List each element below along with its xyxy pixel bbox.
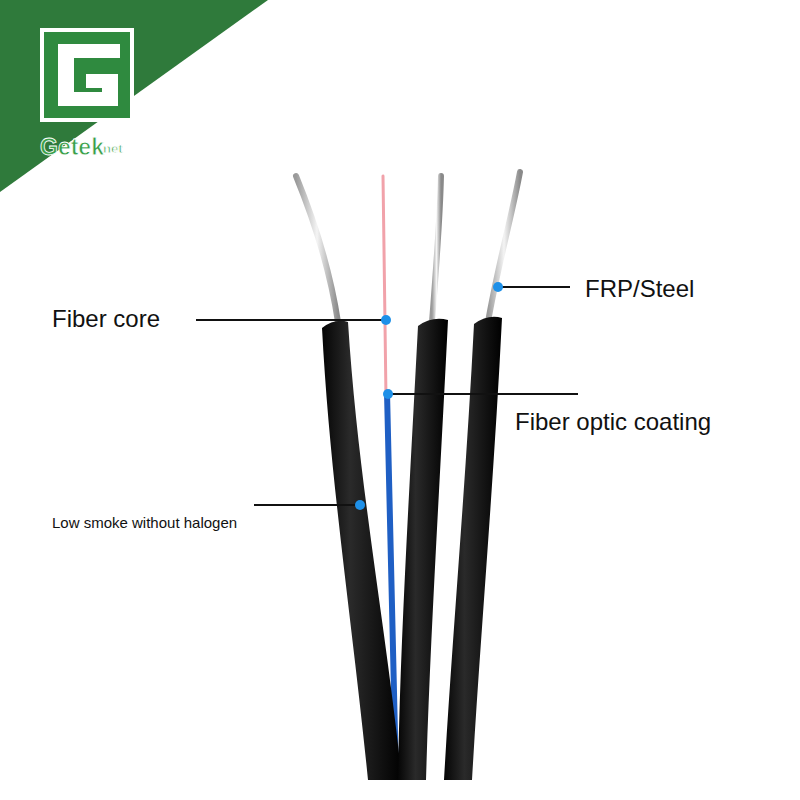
logo-text: net bbox=[103, 142, 123, 155]
logo-text: Getek bbox=[40, 136, 104, 159]
corner-banner bbox=[0, 0, 268, 192]
part-label: Fiber optic coating bbox=[515, 410, 711, 434]
steel-wire bbox=[432, 176, 441, 322]
leader-dot bbox=[355, 282, 503, 510]
steel-wire bbox=[488, 172, 520, 322]
fiber-core bbox=[383, 176, 386, 398]
cable-jacket bbox=[398, 319, 448, 780]
leader-line bbox=[196, 287, 578, 505]
cable-jacket bbox=[444, 317, 502, 780]
part-label: Fiber core bbox=[52, 307, 160, 331]
cable-jacket bbox=[322, 321, 402, 780]
logo-mark bbox=[42, 30, 132, 120]
part-label: FRP/Steel bbox=[585, 277, 694, 301]
steel-wire bbox=[296, 176, 338, 322]
trademark-mark: ® bbox=[134, 136, 141, 145]
part-label: Low smoke without halogen bbox=[52, 515, 237, 530]
